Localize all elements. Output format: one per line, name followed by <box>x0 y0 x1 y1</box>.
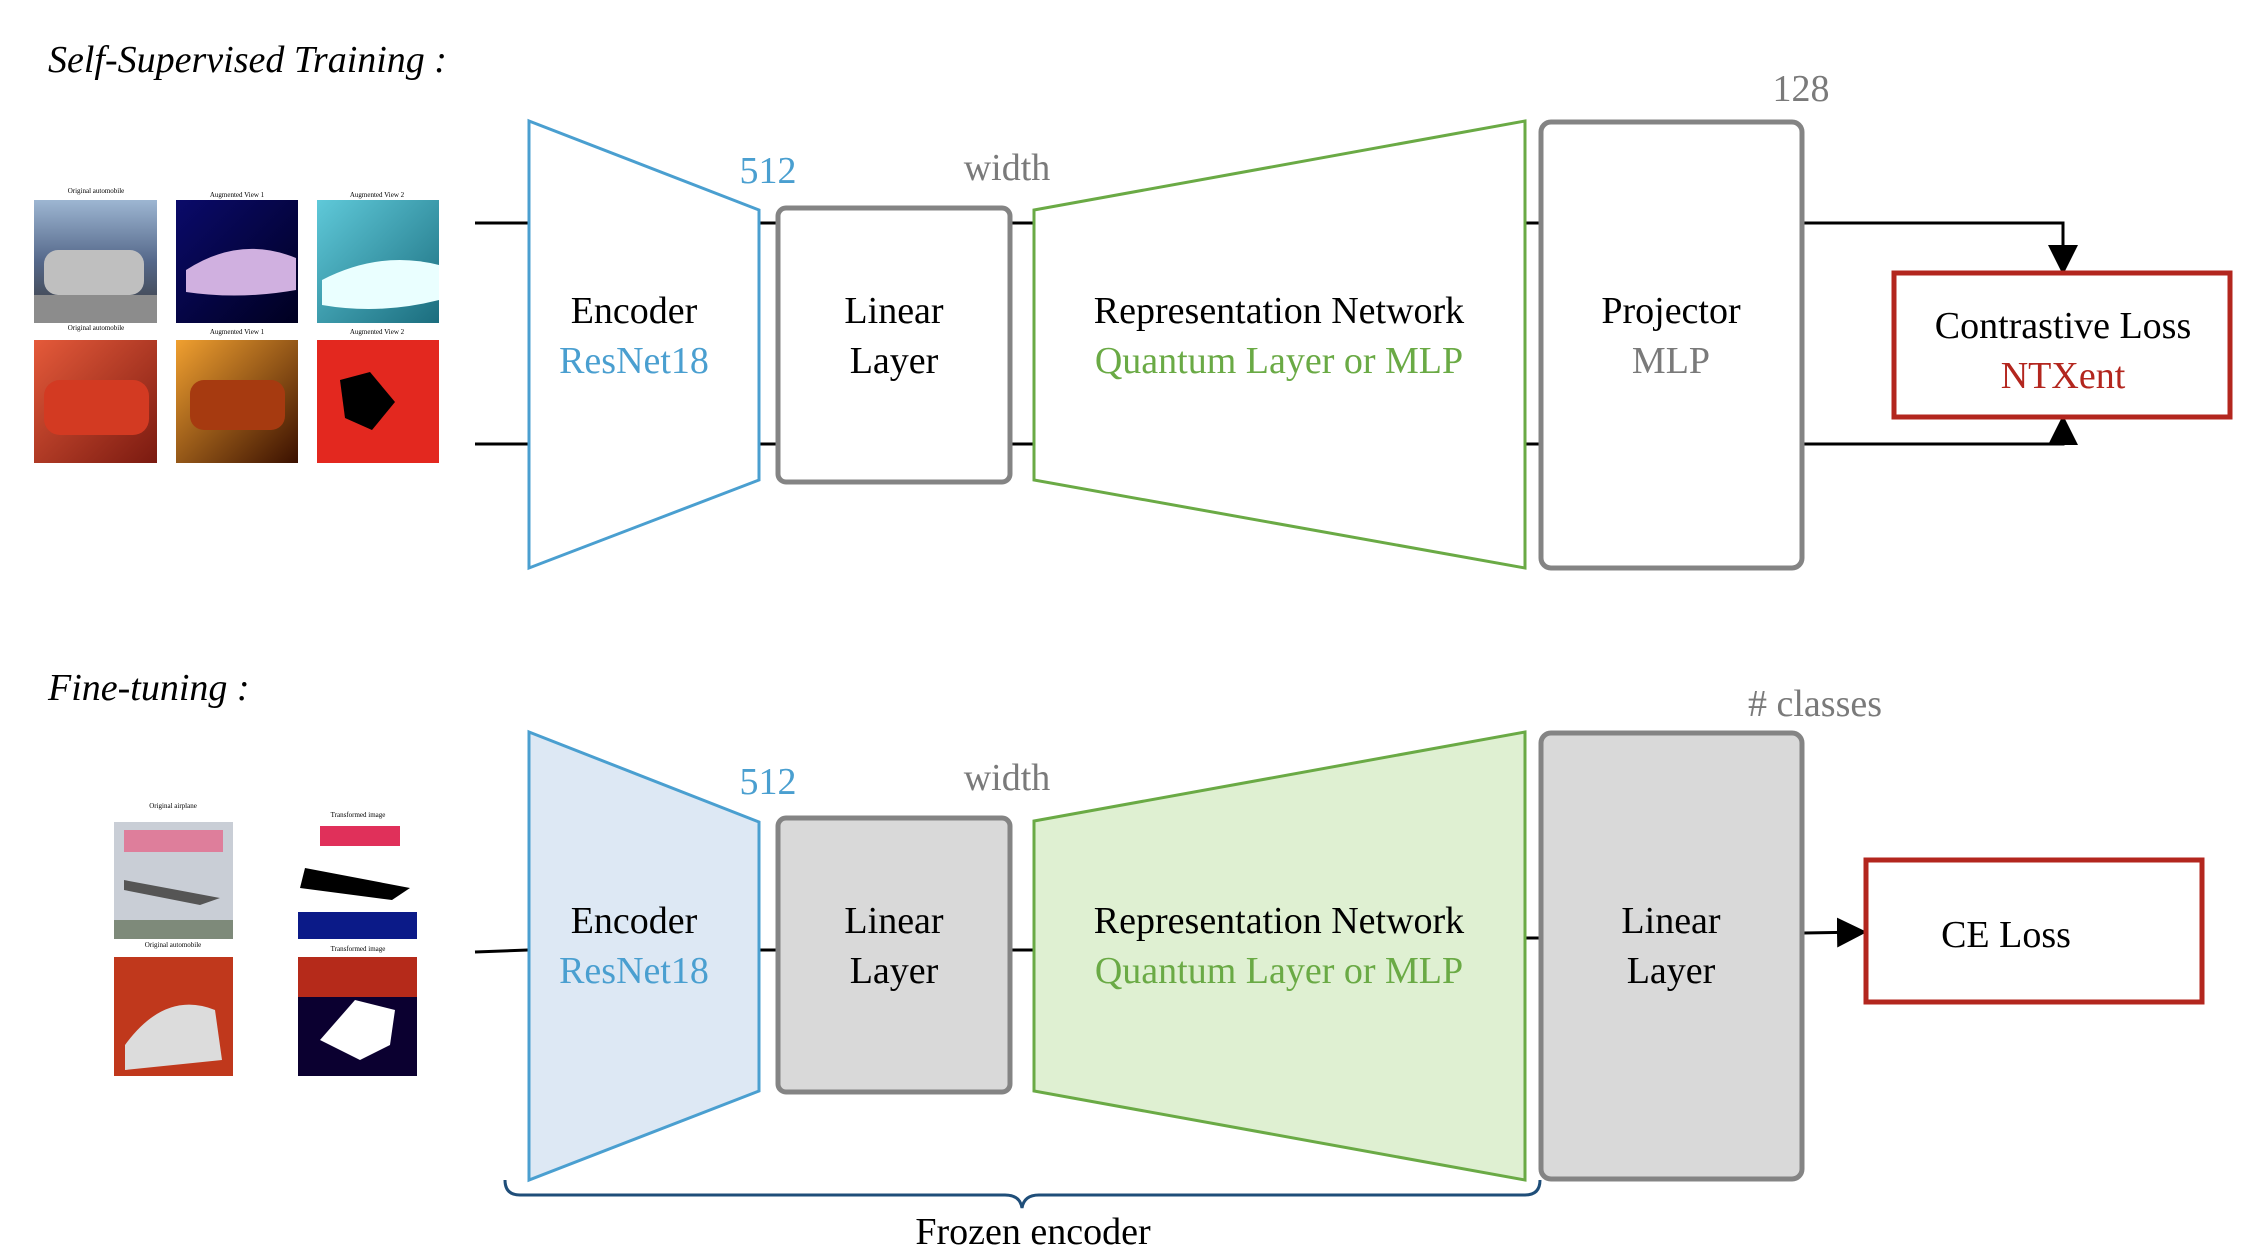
ssl-encoder-dim-label: 512 <box>740 150 797 192</box>
ft-encoder-block: Encoder ResNet18 <box>527 729 761 1183</box>
ssl-image-aug2-2: Augmented View 2 <box>317 328 439 463</box>
ssl-connectors <box>475 221 2078 446</box>
ft-input-images: Original airplane Transformed image Orig… <box>114 802 417 1076</box>
ssl-projector-subtitle: MLP <box>1632 340 1710 382</box>
ssl-section-title: Self-Supervised Training : <box>48 39 447 81</box>
ssl-loss-subtitle: NTXent <box>2001 355 2126 397</box>
ssl-image-aug1-2: Augmented View 1 <box>176 328 298 463</box>
svg-text:Original automobile: Original automobile <box>68 187 125 195</box>
ssl-input-images: Original automobile Augmented View 1 Aug… <box>34 187 439 463</box>
ssl-linear-layer-block: Linear Layer <box>775 205 1013 485</box>
ft-head-dim-label: # classes <box>1748 683 1882 725</box>
ft-image-original-automobile: Original automobile <box>114 941 233 1076</box>
svg-text:Original airplane: Original airplane <box>149 802 197 810</box>
ft-head-label-2: Layer <box>1627 950 1716 992</box>
ft-linear-layer-block: Linear Layer <box>775 815 1013 1095</box>
ft-head-label-1: Linear <box>1621 900 1721 942</box>
ssl-encoder-title: Encoder <box>571 290 698 332</box>
ssl-encoder-block: Encoder ResNet18 <box>527 118 761 571</box>
frozen-encoder-brace: Frozen encoder <box>503 1179 1542 1253</box>
svg-text:Augmented View 1: Augmented View 1 <box>210 328 265 336</box>
ssl-projector-dim-label: 128 <box>1773 68 1830 110</box>
svg-text:Original automobile: Original automobile <box>145 941 202 949</box>
ssl-linear-label-1: Linear <box>844 290 944 332</box>
ft-encoder-title: Encoder <box>571 900 698 942</box>
ssl-loss-title: Contrastive Loss <box>1935 305 2191 347</box>
svg-text:Transformed image: Transformed image <box>331 811 386 819</box>
ssl-projector-title: Projector <box>1601 290 1741 332</box>
ft-section-title: Fine-tuning : <box>47 667 250 709</box>
ssl-image-original-2: Original automobile <box>34 324 157 463</box>
svg-text:Augmented View 2: Augmented View 2 <box>350 191 405 199</box>
svg-text:Augmented View 1: Augmented View 1 <box>210 191 265 199</box>
ft-image-original-airplane: Original airplane <box>114 802 233 939</box>
ssl-projector-block: Projector MLP <box>1538 119 1805 571</box>
svg-text:Original automobile: Original automobile <box>68 324 125 332</box>
svg-text:Augmented View 2: Augmented View 2 <box>350 328 405 336</box>
ssl-linear-dim-label: width <box>964 147 1051 189</box>
ft-representation-subtitle: Quantum Layer or MLP <box>1095 950 1463 992</box>
frozen-encoder-label: Frozen encoder <box>915 1211 1151 1253</box>
ft-ce-loss-block: CE Loss <box>1863 857 2205 1005</box>
ft-linear-head-block: Linear Layer <box>1538 730 1805 1182</box>
ft-image-transformed-automobile: Transformed image <box>298 945 417 1076</box>
ft-linear-label-2: Layer <box>850 950 939 992</box>
ft-linear-dim-label: width <box>964 757 1051 799</box>
ssl-representation-network-block: Representation Network Quantum Layer or … <box>1032 119 1527 570</box>
ssl-image-aug2-1: Augmented View 2 <box>317 191 439 323</box>
ssl-image-original-1: Original automobile <box>34 187 157 323</box>
ssl-representation-subtitle: Quantum Layer or MLP <box>1095 340 1463 382</box>
svg-text:Transformed image: Transformed image <box>331 945 386 953</box>
ft-loss-title: CE Loss <box>1941 914 2071 956</box>
ssl-image-aug1-1: Augmented View 1 <box>176 191 298 323</box>
ft-representation-network-block: Representation Network Quantum Layer or … <box>1032 730 1527 1182</box>
ssl-encoder-subtitle: ResNet18 <box>559 340 709 382</box>
ft-representation-title: Representation Network <box>1094 900 1464 942</box>
ssl-contrastive-loss-block: Contrastive Loss NTXent <box>1891 270 2233 420</box>
ssl-representation-title: Representation Network <box>1094 290 1464 332</box>
ssl-linear-label-2: Layer <box>850 340 939 382</box>
ft-image-transformed-airplane: Transformed image <box>298 811 417 939</box>
ft-encoder-subtitle: ResNet18 <box>559 950 709 992</box>
ft-encoder-dim-label: 512 <box>740 761 797 803</box>
ft-linear-label-1: Linear <box>844 900 944 942</box>
